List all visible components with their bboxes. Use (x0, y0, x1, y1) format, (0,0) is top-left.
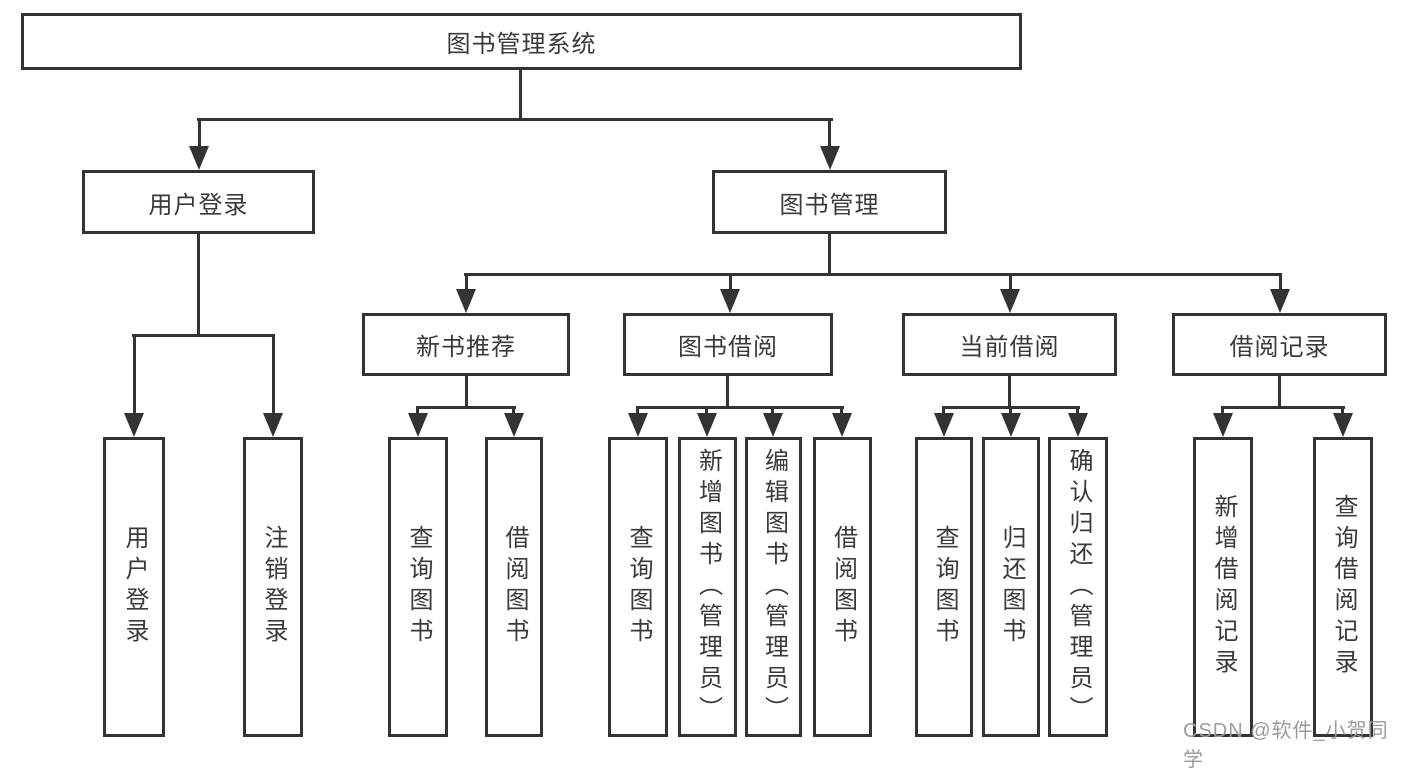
connector-line (828, 234, 831, 276)
leaf-bb-add-books-admin: 新增图书（管理员） (678, 437, 737, 737)
arrow-down-icon (456, 289, 476, 313)
connector-line (272, 334, 275, 418)
connector-line (1009, 406, 1012, 417)
leaf-nb-borrow-books: 借阅图书 (485, 437, 543, 737)
leaf-user-login: 用户登录 (103, 437, 165, 737)
leaf-cb-return-books-label: 归还图书 (998, 525, 1025, 649)
leaf-cb-return-books: 归还图书 (982, 437, 1040, 737)
feature-tree-diagram: 图书管理系统 用户登录 图书管理 新书推荐 图书借阅 当前借阅 借阅记录 用户登… (21, 13, 1388, 771)
node-book-borrow-label: 图书借阅 (678, 334, 778, 361)
connector-line (705, 406, 708, 417)
leaf-bb-edit-books-admin: 编辑图书（管理员） (745, 437, 802, 737)
connector-line (197, 234, 200, 337)
connector-line (1009, 273, 1012, 293)
leaf-nb-query-books: 查询图书 (388, 437, 448, 737)
connector-line (416, 406, 516, 409)
arrow-down-icon (720, 289, 740, 313)
arrow-down-icon (763, 413, 783, 437)
csdn-watermark: CSDN @软件_小贺同学 (1183, 720, 1389, 771)
leaf-bb-borrow-books-label: 借阅图书 (829, 525, 857, 649)
leaf-br-query-record-label: 查询借阅记录 (1330, 494, 1357, 680)
connector-line (726, 376, 729, 409)
arrow-down-icon (820, 146, 840, 170)
node-user-login-label: 用户登录 (148, 191, 249, 219)
node-book-borrow: 图书借阅 (623, 313, 833, 376)
leaf-cb-query-books: 查询图书 (915, 437, 973, 737)
node-new-book-recommend-label: 新书推荐 (416, 334, 516, 361)
node-user-login: 用户登录 (82, 170, 315, 234)
arrow-down-icon (934, 413, 954, 437)
arrow-down-icon (189, 146, 209, 170)
connector-line (197, 118, 833, 121)
node-root-label: 图书管理系统 (446, 31, 597, 58)
arrow-down-icon (1270, 289, 1290, 313)
node-borrow-records-label: 借阅记录 (1229, 334, 1330, 361)
leaf-bb-query-books-label: 查询图书 (625, 525, 652, 649)
connector-line (840, 406, 843, 417)
connector-line (465, 273, 468, 293)
node-current-borrow: 当前借阅 (902, 313, 1117, 376)
leaf-user-login-label: 用户登录 (121, 525, 148, 649)
connector-line (133, 334, 136, 418)
node-book-management-label: 图书管理 (779, 191, 880, 219)
leaf-br-add-record: 新增借阅记录 (1193, 437, 1253, 737)
leaf-br-query-record: 查询借阅记录 (1313, 437, 1373, 737)
leaf-logout: 注销登录 (243, 437, 303, 737)
arrow-down-icon (1068, 413, 1088, 437)
leaf-cb-query-books-label: 查询图书 (931, 525, 958, 649)
connector-line (828, 118, 831, 150)
arrow-down-icon (1001, 413, 1021, 437)
connector-line (416, 406, 419, 417)
arrow-down-icon (628, 413, 648, 437)
leaf-bb-borrow-books: 借阅图书 (813, 437, 872, 737)
connector-line (1278, 376, 1281, 409)
leaf-bb-query-books: 查询图书 (608, 437, 668, 737)
node-current-borrow-label: 当前借阅 (959, 334, 1060, 361)
connector-line (465, 376, 468, 409)
leaf-logout-label: 注销登录 (260, 525, 287, 649)
arrow-down-icon (1333, 413, 1353, 437)
arrow-down-icon (1000, 289, 1020, 313)
connector-line (198, 118, 201, 150)
arrow-down-icon (1213, 413, 1233, 437)
arrow-down-icon (263, 413, 283, 437)
connector-line (519, 69, 522, 121)
connector-line (1076, 406, 1079, 417)
connector-line (1279, 273, 1282, 293)
arrow-down-icon (832, 413, 852, 437)
leaf-nb-borrow-books-label: 借阅图书 (501, 525, 528, 649)
leaf-nb-query-books-label: 查询图书 (405, 525, 432, 649)
arrow-down-icon (697, 413, 717, 437)
node-root: 图书管理系统 (21, 13, 1022, 70)
connector-line (512, 406, 515, 417)
connector-line (771, 406, 774, 417)
node-borrow-records: 借阅记录 (1172, 313, 1387, 376)
leaf-br-add-record-label: 新增借阅记录 (1210, 494, 1237, 680)
node-book-management: 图书管理 (712, 170, 947, 234)
leaf-cb-confirm-return-admin-label: 确认归还（管理员） (1065, 447, 1092, 727)
leaf-bb-add-books-admin-label: 新增图书（管理员） (694, 447, 722, 727)
connector-line (636, 406, 639, 417)
connector-line (1341, 406, 1344, 417)
connector-line (1008, 376, 1011, 409)
connector-line (1221, 406, 1224, 417)
connector-line (729, 273, 732, 293)
connector-line (132, 334, 275, 337)
connector-line (1221, 406, 1345, 409)
arrow-down-icon (504, 413, 524, 437)
arrow-down-icon (408, 413, 428, 437)
connector-line (464, 273, 1282, 276)
leaf-cb-confirm-return-admin: 确认归还（管理员） (1048, 437, 1108, 737)
connector-line (636, 406, 844, 409)
leaf-bb-edit-books-admin-label: 编辑图书（管理员） (760, 447, 788, 727)
connector-line (942, 406, 945, 417)
node-new-book-recommend: 新书推荐 (362, 313, 570, 376)
arrow-down-icon (124, 413, 144, 437)
